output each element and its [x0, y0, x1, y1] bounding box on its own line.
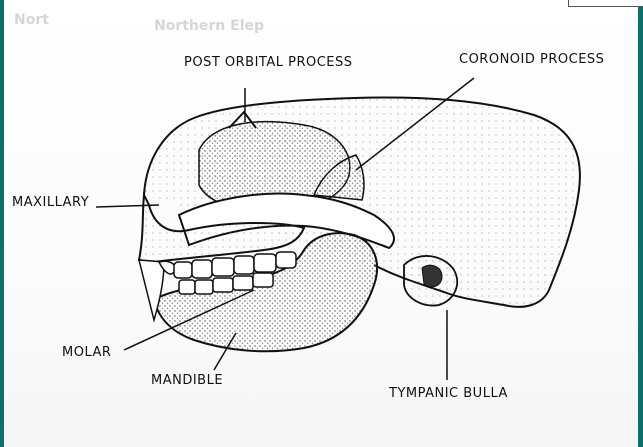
label-maxillary: MAXILLARY	[12, 195, 89, 210]
label-post-orbital-process: POST ORBITAL PROCESS	[184, 55, 353, 70]
diagram-page: Nort Northern Elep	[4, 0, 638, 447]
label-tympanic-bulla: TYMPANIC BULLA	[389, 386, 508, 401]
label-coronoid-process: CORONOID PROCESS	[459, 52, 604, 67]
auditory-opening	[422, 265, 442, 287]
label-molar: MOLAR	[62, 345, 111, 360]
label-mandible: MANDIBLE	[151, 373, 223, 388]
corner-box	[568, 0, 643, 7]
